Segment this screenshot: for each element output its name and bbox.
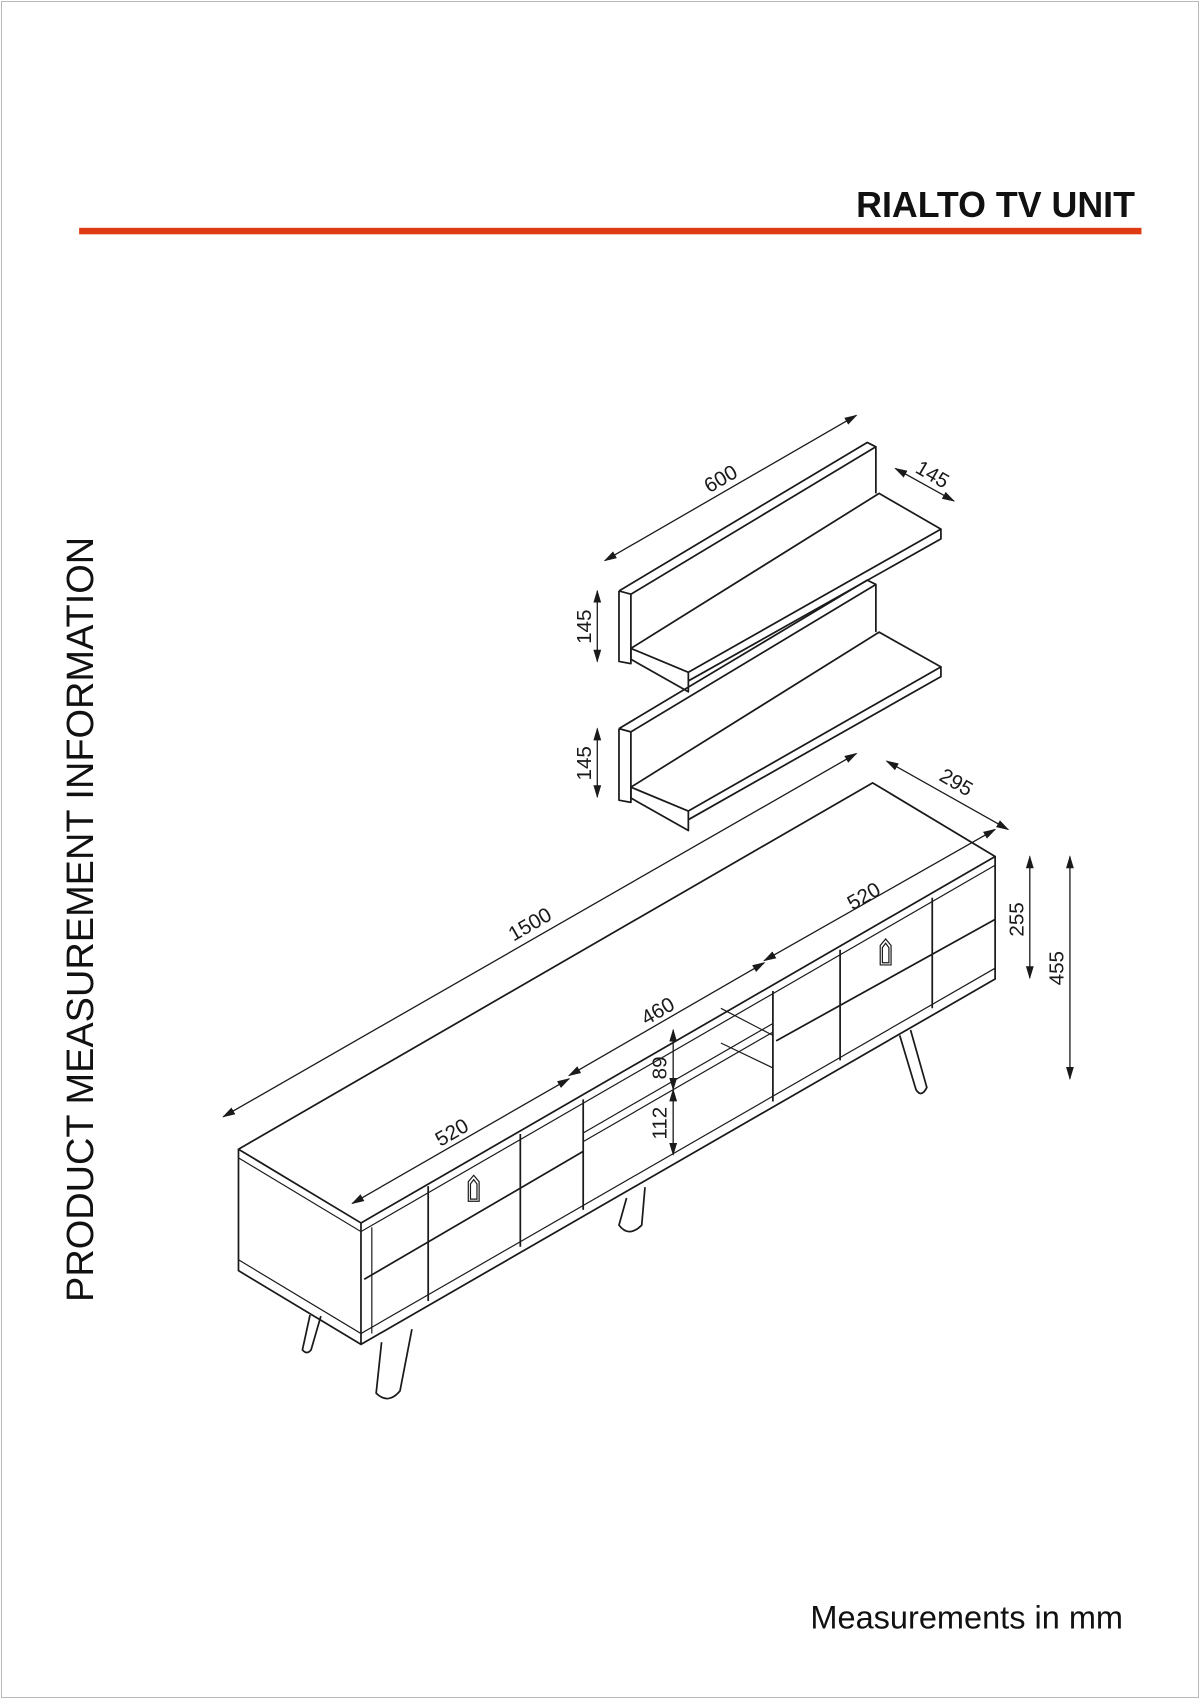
dim-left-section: 520	[431, 1114, 472, 1151]
tv-unit	[237, 781, 996, 1400]
wall-shelf-upper	[618, 441, 942, 693]
dim-right-section: 520	[843, 878, 884, 915]
dim-middle-section: 460	[637, 993, 678, 1030]
dim-shelf-width: 600	[700, 461, 741, 498]
handle-right-icon	[879, 937, 892, 966]
side-label: PRODUCT MEASUREMENT INFORMATION	[60, 537, 102, 1302]
dim-lower-opening: 112	[649, 1107, 672, 1140]
leg	[618, 1187, 646, 1233]
dim-total-height: 455	[1045, 951, 1068, 985]
dim-shelf-depth: 145	[912, 456, 953, 493]
wall-shelf-lower	[618, 579, 942, 832]
page-title: RIALTO TV UNIT	[856, 185, 1135, 225]
dimension-lines	[222, 414, 1074, 1205]
handle-left-icon	[467, 1174, 480, 1202]
dim-unit-depth: 295	[935, 764, 976, 801]
leg	[375, 1329, 413, 1400]
dim-unit-width: 1500	[505, 903, 556, 946]
dim-body-height: 255	[1005, 902, 1028, 936]
units-note: Measurements in mm	[810, 1599, 1123, 1635]
leg	[898, 1029, 928, 1095]
accent-rule	[79, 227, 1142, 235]
dim-shelf2-height: 145	[573, 746, 596, 780]
leg	[301, 1314, 322, 1354]
dim-shelf1-height: 145	[573, 610, 596, 644]
dim-upper-opening: 89	[649, 1056, 672, 1079]
